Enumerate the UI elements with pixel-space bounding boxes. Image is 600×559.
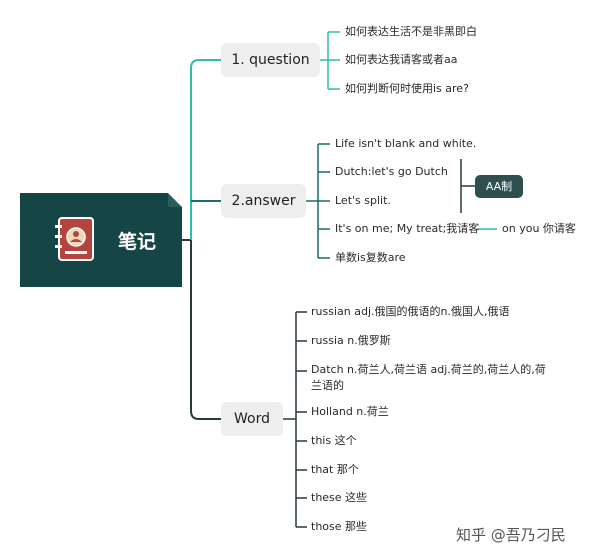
list-item[interactable]: these 这些 [311,491,368,504]
list-item[interactable]: Datch n.荷兰人,荷兰语 adj.荷兰的,荷兰人的,荷兰语的 [311,363,546,392]
list-item[interactable]: It's on me; My treat;我请客 [335,222,480,235]
aa-group-label[interactable]: AA制 [475,175,523,198]
root-label: 笔记 [118,231,157,253]
branch-question[interactable]: 1. question [221,43,320,77]
list-item[interactable]: that 那个 [311,463,359,476]
branch-answer[interactable]: 2.answer [221,184,306,218]
list-item[interactable]: 如何判断何时使用is are? [345,82,469,95]
list-item[interactable]: Dutch:let's go Dutch [335,165,448,178]
list-item[interactable]: russia n.俄罗斯 [311,334,391,347]
root-node[interactable]: 笔记 [20,193,182,287]
folded-corner [168,193,182,207]
list-item[interactable]: this 这个 [311,434,357,447]
list-item[interactable]: 单数is复数are [335,251,406,264]
list-item[interactable]: 如何表达生活不是非黑即白 [345,25,477,38]
list-item[interactable]: Life isn't blank and white. [335,137,477,150]
list-item[interactable]: russian adj.俄国的俄语的n.俄国人,俄语 [311,305,510,318]
watermark: 知乎 @吾乃刁民 [456,526,566,544]
list-item[interactable]: Let's split. [335,194,391,207]
list-item[interactable]: Holland n.荷兰 [311,405,389,418]
on-you-label[interactable]: on you 你请客 [502,222,576,235]
branch-word[interactable]: Word [221,402,283,436]
list-item[interactable]: those 那些 [311,520,368,533]
notebook-icon [55,217,94,261]
list-item[interactable]: 如何表达我请客或者aa [345,53,458,66]
